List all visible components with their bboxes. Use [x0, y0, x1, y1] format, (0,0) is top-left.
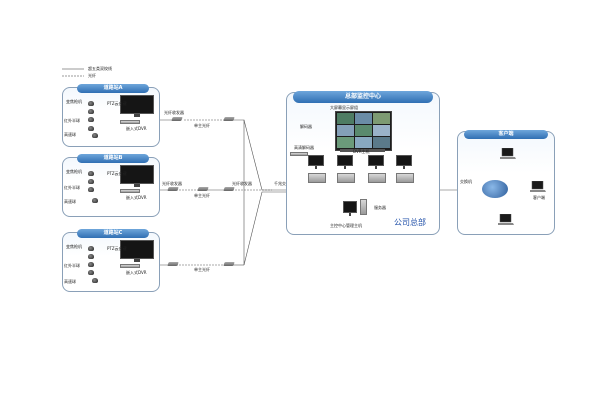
fiber-transceiver-icon: [223, 262, 235, 266]
camera-icon: [88, 171, 94, 176]
camera-icon: [88, 262, 94, 267]
fiber-transceiver-icon: [167, 187, 179, 191]
laptop-icon: [530, 181, 546, 192]
client-title: 客户端: [464, 130, 548, 139]
monitor-icon: [343, 201, 357, 216]
camera-icon: [88, 126, 94, 131]
site-a-dvr-label: 嵌入式DVR: [126, 126, 147, 131]
site-title-a: 道路站A: [77, 84, 149, 93]
site-c-speed-dome-label: 高速球: [64, 279, 76, 284]
dvr-icon: [120, 189, 140, 193]
site-title-c: 道路站C: [77, 229, 149, 238]
video-wall: [335, 111, 392, 151]
monitor-icon: [120, 240, 154, 262]
video-wall-stand: [340, 149, 385, 152]
transceiver-label-top: 光纤收发器: [164, 110, 184, 115]
dome-camera-icon: [92, 133, 98, 138]
video-wall-grid: [337, 113, 390, 148]
dome-camera-icon: [92, 278, 98, 283]
transceiver-label-mid: 光纤收发器: [162, 181, 182, 186]
decoder-label: 解码器: [300, 124, 312, 129]
fiber-label-bottom: 单主光纤: [194, 267, 210, 272]
camera-icon: [88, 187, 94, 192]
dvr-host-icon: [308, 173, 326, 183]
camera-icon: [88, 117, 94, 122]
site-b-zoom-cam-label: 变焦枪机: [66, 169, 82, 174]
dvr-host-icon: [396, 173, 414, 183]
dvr-host-icon: [368, 173, 386, 183]
decoder-icon: [290, 152, 308, 156]
client-label: 客户端: [533, 195, 545, 200]
site-c-ptz-label: PTZ云台键: [107, 246, 127, 251]
fiber-transceiver-icon: [223, 187, 235, 191]
site-a-zoom-cam-label: 变焦枪机: [66, 99, 82, 104]
legend-lines: [62, 68, 84, 77]
monitor-icon: [337, 155, 353, 169]
network-cloud-icon: [482, 180, 508, 198]
camera-icon: [88, 246, 94, 251]
laptop-icon: [500, 148, 516, 159]
site-b-dvr-label: 嵌入式DVR: [126, 195, 147, 200]
camera-icon: [88, 109, 94, 114]
laptop-icon: [498, 214, 514, 225]
video-wall-label: 大屏幕显示屏组: [330, 105, 358, 110]
monitor-icon: [308, 155, 324, 169]
monitor-icon: [396, 155, 412, 169]
legend-label-fiber: 光纤: [88, 73, 96, 78]
matrix-label: 高清解码器: [294, 145, 314, 150]
camera-icon: [88, 101, 94, 106]
company-hq-label: 公司总部: [394, 218, 426, 227]
site-a-ptz-label: PTZ云台键: [107, 101, 127, 106]
site-b-infrared-label: 红外半球: [64, 185, 80, 190]
dvr-host-label: DVR主机: [353, 149, 370, 154]
fiber-transceiver-icon: [197, 187, 209, 191]
monitor-icon: [120, 165, 154, 187]
fiber-transceiver-icon: [167, 262, 179, 266]
camera-icon: [88, 179, 94, 184]
monitor-icon: [120, 95, 154, 117]
site-c-dvr-label: 嵌入式DVR: [126, 270, 147, 275]
site-c-infrared-label: 红外半球: [64, 263, 80, 268]
camera-icon: [88, 270, 94, 275]
fiber-label-top: 单主光纤: [194, 123, 210, 128]
management-host-label: 主控中心管理主机: [330, 223, 362, 228]
dvr-icon: [120, 120, 140, 124]
client-switch-label: 交换机: [460, 179, 472, 184]
fiber-label-mid: 单主光纤: [194, 193, 210, 198]
site-title-b: 道路站B: [77, 154, 149, 163]
camera-icon: [88, 254, 94, 259]
legend-label-utp: 超五类双绞线: [88, 66, 112, 71]
switch-label: 千兆交换机: [274, 181, 294, 186]
dome-camera-icon: [92, 198, 98, 203]
site-b-ptz-label: PTZ云台键: [107, 171, 127, 176]
server-tower-icon: [360, 199, 367, 215]
transceiver-label-right: 光纤收发器: [232, 181, 252, 186]
server-label: 服务器: [374, 205, 386, 210]
dvr-icon: [120, 264, 140, 268]
site-b-speed-dome-label: 高速球: [64, 199, 76, 204]
monitor-icon: [368, 155, 384, 169]
site-a-infrared-label: 红外半球: [64, 118, 80, 123]
fiber-transceiver-icon: [171, 117, 183, 121]
site-c-zoom-cam-label: 变焦枪机: [66, 244, 82, 249]
fiber-transceiver-icon: [223, 117, 235, 121]
hq-title: 总部监控中心: [293, 91, 433, 103]
dvr-host-icon: [337, 173, 355, 183]
site-a-speed-dome-label: 高速球: [64, 132, 76, 137]
